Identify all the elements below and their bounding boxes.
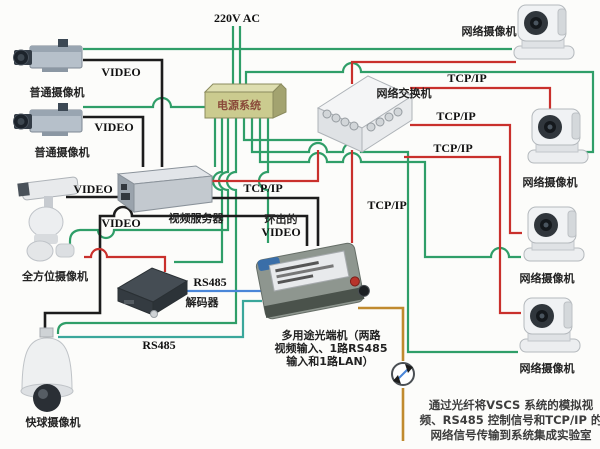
wire-power-netcam2 xyxy=(244,61,595,154)
wire-power-decoder xyxy=(174,117,224,264)
wire-video-camera1 xyxy=(83,58,164,167)
wire-tcpip-netcam4 xyxy=(404,155,521,315)
wires-video xyxy=(43,58,320,334)
video-server xyxy=(116,165,214,213)
optical-transceiver xyxy=(255,242,370,320)
label-rs485-dome: RS485 xyxy=(142,338,175,352)
label-transceiver-1: 多用途光端机（两路 xyxy=(282,328,382,342)
label-video-2: VIDEO xyxy=(94,120,133,134)
label-network-camera-4: 网络摄像机 xyxy=(520,361,575,375)
caption-line-3: 网络信号传输到系统集成实验室 xyxy=(431,428,592,442)
label-network-camera-1: 网络摄像机 xyxy=(462,24,517,38)
label-analog-camera-1: 普通摄像机 xyxy=(30,85,85,99)
label-analog-camera-2: 普通摄像机 xyxy=(35,145,90,159)
label-loopout-cjk: 环出的 xyxy=(265,212,298,226)
wire-power-ptz xyxy=(68,117,230,244)
label-220v-ac: 220V AC xyxy=(214,11,260,25)
wire-video-dome xyxy=(43,205,309,334)
label-video-4: VIDEO xyxy=(101,216,140,230)
label-tcpip-nc4: TCP/IP xyxy=(433,141,472,155)
wire-tcpip-server-switch xyxy=(212,150,320,183)
label-power-system: 电源系统 xyxy=(217,98,261,112)
analog-camera-2 xyxy=(13,102,83,137)
wire-tcpip-netcam2 xyxy=(410,86,552,112)
label-video-server: 视频服务器 xyxy=(169,211,225,225)
wire-optical-fiber xyxy=(358,306,405,441)
label-transceiver-2: 视频输入、1路RS485 xyxy=(274,341,387,355)
dome-camera xyxy=(20,327,74,412)
wire-power-camera2 xyxy=(83,96,205,109)
wire-tcpip-netcam3 xyxy=(410,123,522,235)
ptz-camera xyxy=(17,176,79,262)
wire-power-dome xyxy=(56,117,238,334)
network-camera-3 xyxy=(523,206,585,262)
label-loopout-video: VIDEO xyxy=(261,225,300,239)
label-tcpip-nc3: TCP/IP xyxy=(436,109,475,123)
wire-video-camera2 xyxy=(83,115,145,167)
wire-video-loopout xyxy=(212,196,320,246)
wires-network xyxy=(84,60,552,315)
fiber-splice-icon xyxy=(391,362,415,386)
wire-rs485-dome-transceiver xyxy=(58,299,262,339)
wire-tcpip-netcam1 xyxy=(350,60,516,84)
wire-220v-ac-input xyxy=(231,26,242,84)
label-transceiver-3: 输入和1路LAN） xyxy=(286,354,373,368)
label-rs485-decoder: RS485 xyxy=(193,275,226,289)
network-camera-2 xyxy=(527,108,589,164)
label-tcpip-server: TCP/IP xyxy=(243,181,282,195)
label-ptz-camera: 全方位摄像机 xyxy=(21,269,88,283)
caption-line-1: 通过光纤将VSCS 系统的模拟视 xyxy=(429,398,594,412)
caption-line-2: 频、RS485 控制信号和TCP/IP 的 xyxy=(420,413,600,427)
label-tcpip-transceiver: TCP/IP xyxy=(367,198,406,212)
label-network-camera-2: 网络摄像机 xyxy=(523,175,578,189)
wire-rs485-ptz-decoder xyxy=(84,247,167,272)
power-system-box xyxy=(203,83,287,119)
label-decoder: 解码器 xyxy=(186,295,220,309)
label-network-camera-3: 网络摄像机 xyxy=(520,271,575,285)
label-video-3: VIDEO xyxy=(73,182,112,196)
label-tcpip-nc2: TCP/IP xyxy=(447,71,486,85)
wire-power-switch xyxy=(242,117,322,142)
decoder xyxy=(116,267,189,318)
network-camera-1 xyxy=(513,4,575,60)
label-video-1: VIDEO xyxy=(101,65,140,79)
analog-camera-1 xyxy=(13,38,83,73)
label-network-switch: 网络交换机 xyxy=(377,86,432,100)
network-switch xyxy=(316,75,414,153)
network-camera-4 xyxy=(519,297,581,353)
caption: 通过光纤将VSCS 系统的模拟视 频、RS485 控制信号和TCP/IP 的 网… xyxy=(420,398,600,442)
label-dome-camera: 快球摄像机 xyxy=(25,415,81,429)
